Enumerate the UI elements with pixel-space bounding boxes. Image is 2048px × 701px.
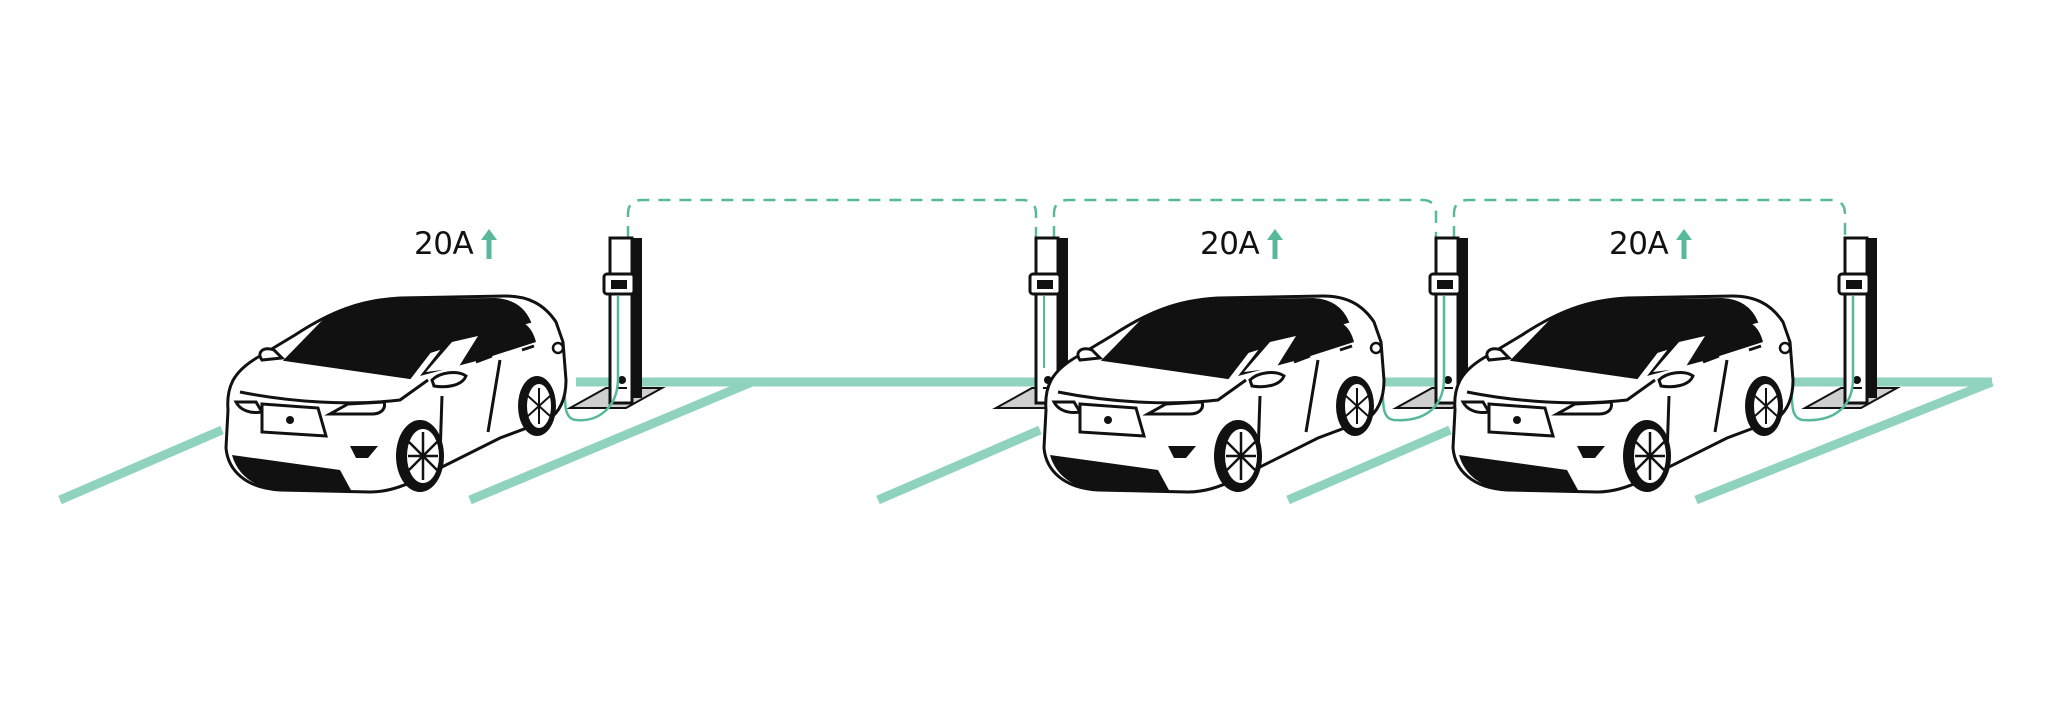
stall-line [58,425,224,505]
arrow-up-icon [1676,229,1693,259]
charging-station [994,236,1090,410]
current-value: 20A [1609,226,1669,262]
arrow-up-icon [1267,229,1284,259]
stall-line [876,425,1042,505]
current-label: 20A [1200,226,1284,262]
network-link [1052,198,1438,238]
network-link [626,198,1038,238]
charger-network-links [626,198,1847,238]
current-label: 20A [414,226,498,262]
arrow-up-icon [481,229,498,259]
current-value: 20A [414,226,474,262]
stall-line [1694,377,1994,505]
electric-car [224,294,568,494]
current-label: 20A [1609,226,1693,262]
electric-car [1451,294,1795,494]
electric-car [1042,294,1386,494]
current-value: 20A [1200,226,1260,262]
network-link [1452,198,1847,238]
stall-line [468,377,754,505]
stall-line [1286,425,1452,505]
